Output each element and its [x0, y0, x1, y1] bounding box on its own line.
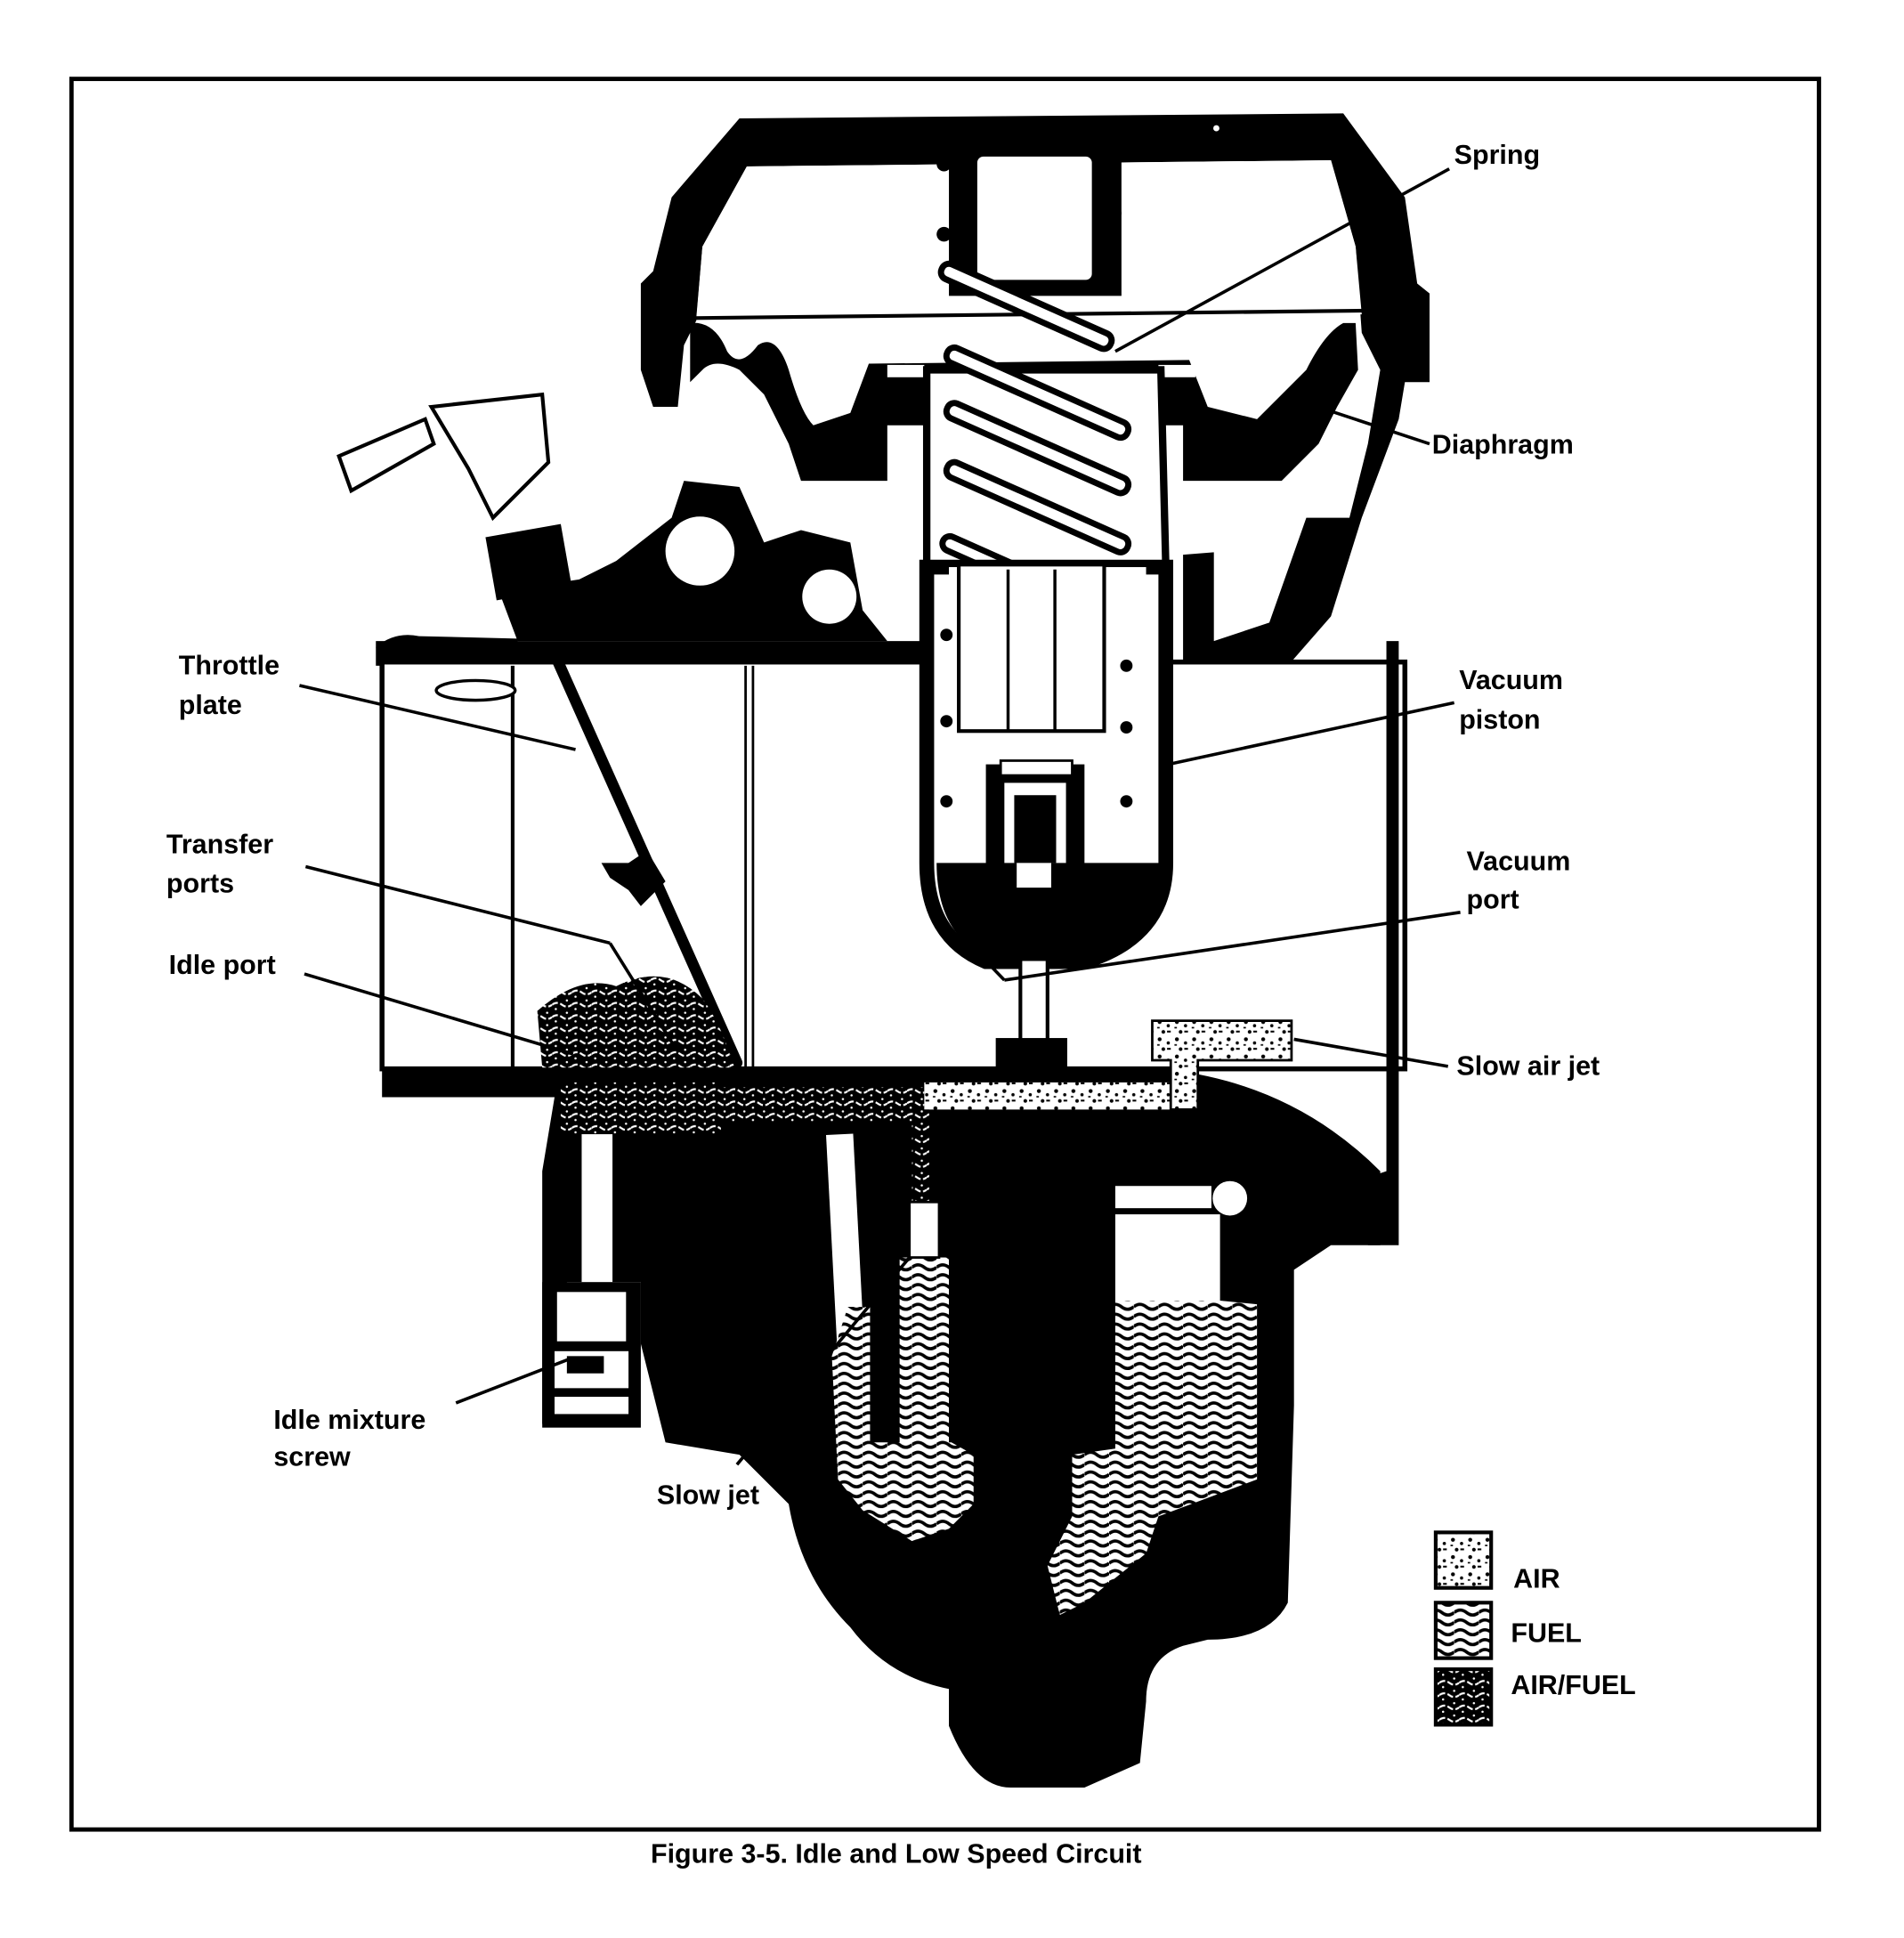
- label-transfer-ports-2: ports: [166, 869, 234, 899]
- spring: [922, 260, 1170, 588]
- legend-swatch-air-fuel: [1433, 1667, 1494, 1727]
- label-throttle-plate-1: Throttle: [179, 651, 280, 681]
- legend-label-air-fuel: AIR/FUEL: [1511, 1670, 1635, 1700]
- label-throttle-plate-2: plate: [179, 690, 242, 720]
- venturi-body: [376, 635, 1408, 1072]
- label-vacuum-piston-2: piston: [1459, 704, 1540, 734]
- label-spring: Spring: [1454, 140, 1540, 170]
- label-vacuum-piston-1: Vacuum: [1459, 665, 1563, 695]
- label-diaphragm: Diaphragm: [1432, 430, 1574, 460]
- label-slow-jet: Slow jet: [657, 1480, 759, 1511]
- legend-label-air: AIR: [1513, 1564, 1560, 1594]
- legend-label-fuel: FUEL: [1511, 1618, 1582, 1649]
- figure-caption: Figure 3-5. Idle and Low Speed Circuit: [651, 1839, 1142, 1869]
- legend-swatch-air: [1433, 1530, 1494, 1590]
- leader-lines: [299, 167, 1461, 1466]
- label-idle-mixture-screw-2: screw: [273, 1442, 351, 1472]
- label-idle-mixture-screw-1: Idle mixture: [273, 1405, 425, 1435]
- figure-frame: [69, 77, 1821, 1832]
- legend-swatch-fuel: [1433, 1601, 1494, 1660]
- idle-passages: [382, 976, 1381, 1788]
- label-vacuum-port-1: Vacuum: [1467, 847, 1571, 877]
- legend: AIR FUEL AIR/FUEL: [1433, 1530, 1636, 1727]
- label-vacuum-port-2: port: [1467, 885, 1519, 915]
- fuel-inlet-fitting: [336, 392, 887, 642]
- label-transfer-ports-1: Transfer: [166, 829, 273, 859]
- callout-labels: Spring Diaphragm Throttle plate Vacuum p…: [166, 140, 1600, 1510]
- label-slow-air-jet: Slow air jet: [1456, 1051, 1600, 1082]
- label-idle-port: Idle port: [169, 950, 276, 980]
- right-wall: [1367, 641, 1399, 1245]
- vacuum-piston: [919, 559, 1174, 1075]
